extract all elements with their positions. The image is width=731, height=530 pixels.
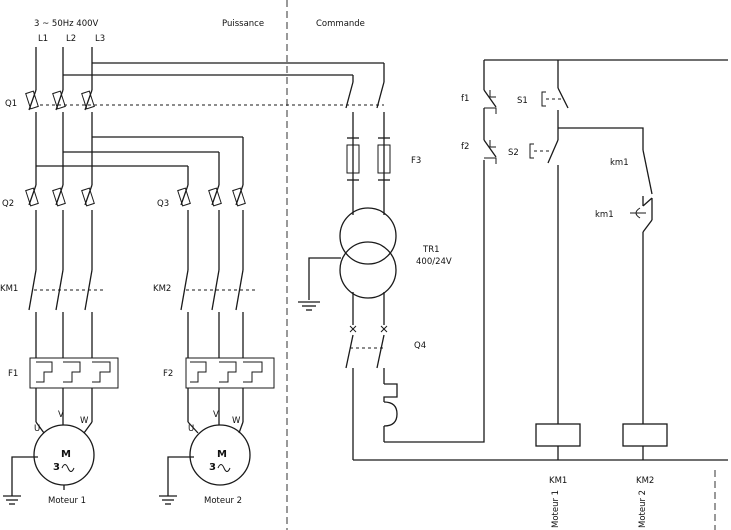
km1-coil bbox=[535, 423, 581, 460]
phase-l2-label: L2 bbox=[66, 34, 76, 44]
control-return-wire bbox=[384, 160, 485, 443]
motor-1-ac-icon bbox=[61, 464, 75, 472]
tr1-ratio: 400/24V bbox=[416, 257, 452, 267]
f2-label: F2 bbox=[163, 369, 173, 379]
q2-breaker bbox=[25, 184, 95, 270]
motor-1-name: Moteur 1 bbox=[48, 496, 86, 506]
km2-contactor bbox=[180, 269, 256, 358]
km1-contact-label: km1 bbox=[610, 158, 629, 168]
control-disconnect bbox=[345, 81, 385, 138]
motor-1-u-label: U bbox=[34, 424, 40, 434]
s2-label: S2 bbox=[508, 148, 519, 158]
f2-contact-label: f2 bbox=[461, 142, 469, 152]
f1-contact-label: f1 bbox=[461, 94, 469, 104]
ground-motor-2-icon bbox=[159, 456, 194, 505]
supply-label: 3 ~ 50Hz 400V bbox=[34, 19, 99, 29]
km1-timer-label: km1 bbox=[595, 210, 614, 220]
f2-thermal-relay bbox=[185, 357, 275, 422]
f1-label: F1 bbox=[8, 369, 18, 379]
phase-l3-label: L3 bbox=[95, 34, 105, 44]
motor-1-v-label: V bbox=[58, 410, 64, 420]
motor-1 bbox=[33, 418, 95, 490]
q2-label: Q2 bbox=[2, 199, 14, 209]
km2-coil bbox=[622, 423, 668, 460]
q3-breaker bbox=[177, 184, 246, 270]
km1-holding-contact bbox=[642, 140, 653, 206]
q1-breaker bbox=[25, 47, 384, 122]
motor-2-phases: 3 bbox=[209, 462, 216, 473]
motor-2-u-label: U bbox=[188, 424, 194, 434]
km1-contactor bbox=[28, 269, 104, 358]
coil-km2-load: Moteur 2 bbox=[638, 490, 648, 528]
q4-breaker bbox=[345, 325, 398, 460]
control-section-title: Commande bbox=[316, 19, 365, 29]
s2-start-button[interactable] bbox=[529, 128, 559, 424]
motor-2 bbox=[187, 418, 251, 486]
s1-label: S1 bbox=[517, 96, 528, 106]
tr1-transformer bbox=[298, 207, 397, 325]
motor-2-v-label: V bbox=[213, 410, 219, 420]
motor-2-ac-icon bbox=[217, 464, 231, 472]
tr1-name: TR1 bbox=[422, 245, 440, 255]
ground-motor-1-icon bbox=[3, 456, 38, 505]
f3-fuses bbox=[346, 137, 391, 215]
motor-2-w-label: W bbox=[232, 416, 241, 426]
f2-contact bbox=[483, 132, 497, 164]
f3-label: F3 bbox=[411, 156, 421, 166]
f1-contact bbox=[483, 80, 497, 132]
motor-1-w-label: W bbox=[80, 416, 89, 426]
q4-label: Q4 bbox=[414, 341, 426, 351]
coil-km1-load: Moteur 1 bbox=[551, 490, 561, 528]
coil-km1-name: KM1 bbox=[549, 476, 567, 486]
km1-timer-contact bbox=[630, 197, 653, 424]
q3-label: Q3 bbox=[157, 199, 169, 209]
q1-label: Q1 bbox=[5, 99, 17, 109]
f1-thermal-relay bbox=[29, 357, 119, 422]
motor-2-symbol: M bbox=[217, 449, 227, 460]
motor-2-name: Moteur 2 bbox=[204, 496, 242, 506]
phase-l1-label: L1 bbox=[38, 34, 48, 44]
motor-1-symbol: M bbox=[61, 449, 71, 460]
power-section-title: Puissance bbox=[222, 19, 264, 29]
km2-power-label: KM2 bbox=[153, 284, 171, 294]
coil-km2-name: KM2 bbox=[636, 476, 654, 486]
km1-power-label: KM1 bbox=[0, 284, 18, 294]
s1-stop-button[interactable] bbox=[541, 80, 569, 128]
motor-1-phases: 3 bbox=[53, 462, 60, 473]
